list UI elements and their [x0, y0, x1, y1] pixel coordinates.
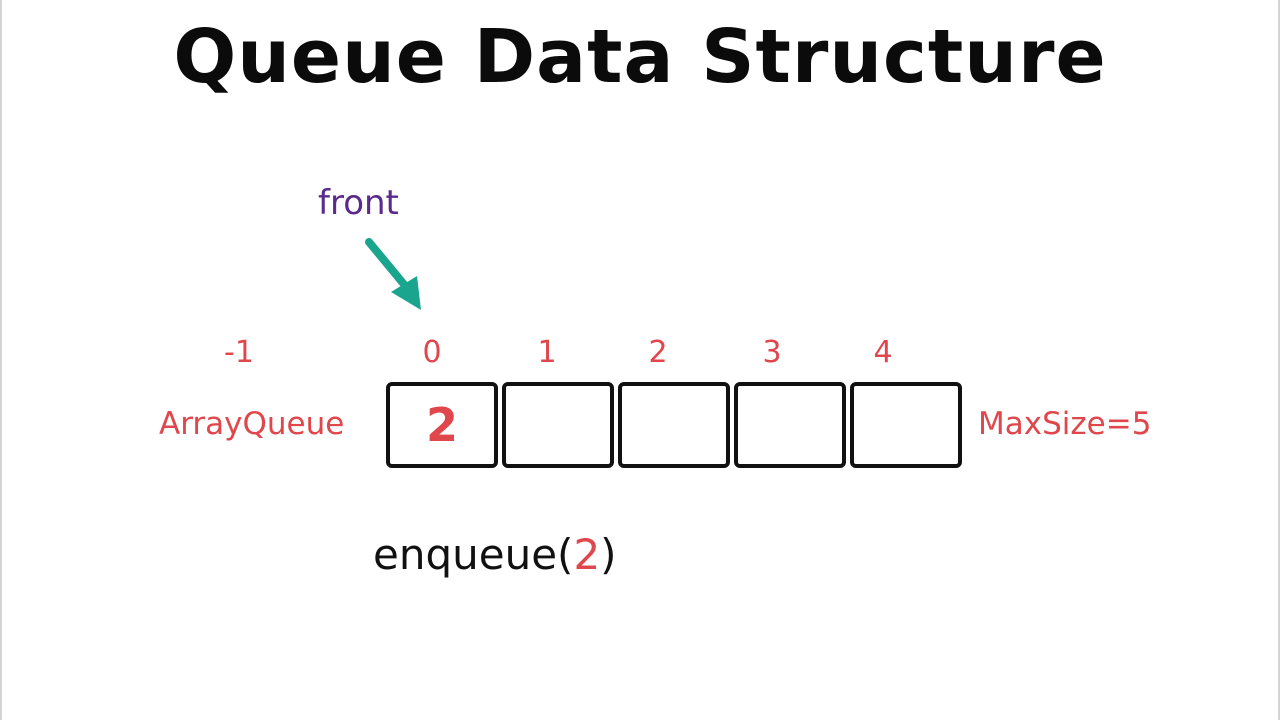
queue-array: 2	[386, 382, 962, 468]
frame-edge-left	[0, 0, 2, 720]
index-label-4: 4	[873, 335, 893, 370]
index-label-3: 3	[762, 335, 782, 370]
index-label-0: 0	[422, 335, 442, 370]
queue-cell-0: 2	[386, 382, 498, 468]
index-label-2: 2	[648, 335, 668, 370]
index-label-1: 1	[537, 335, 557, 370]
operation-close-paren: )	[600, 530, 617, 579]
page-title: Queue Data Structure	[173, 14, 1107, 100]
arrow-down-right-icon	[365, 238, 421, 310]
array-queue-label: ArrayQueue	[159, 406, 345, 442]
max-size-label: MaxSize=5	[978, 406, 1152, 442]
queue-cell-1	[502, 382, 614, 468]
frame-edge-right	[1278, 0, 1280, 720]
queue-cell-2	[618, 382, 730, 468]
front-label: front	[318, 183, 399, 223]
queue-cell-3	[734, 382, 846, 468]
operation-argument: 2	[573, 530, 601, 579]
operation-open-paren: (	[557, 530, 574, 579]
queue-cell-4	[850, 382, 962, 468]
operation-name: enqueue	[373, 530, 558, 579]
operation-label: enqueue(2)	[373, 530, 617, 579]
index-label-minus-1: -1	[224, 335, 254, 370]
